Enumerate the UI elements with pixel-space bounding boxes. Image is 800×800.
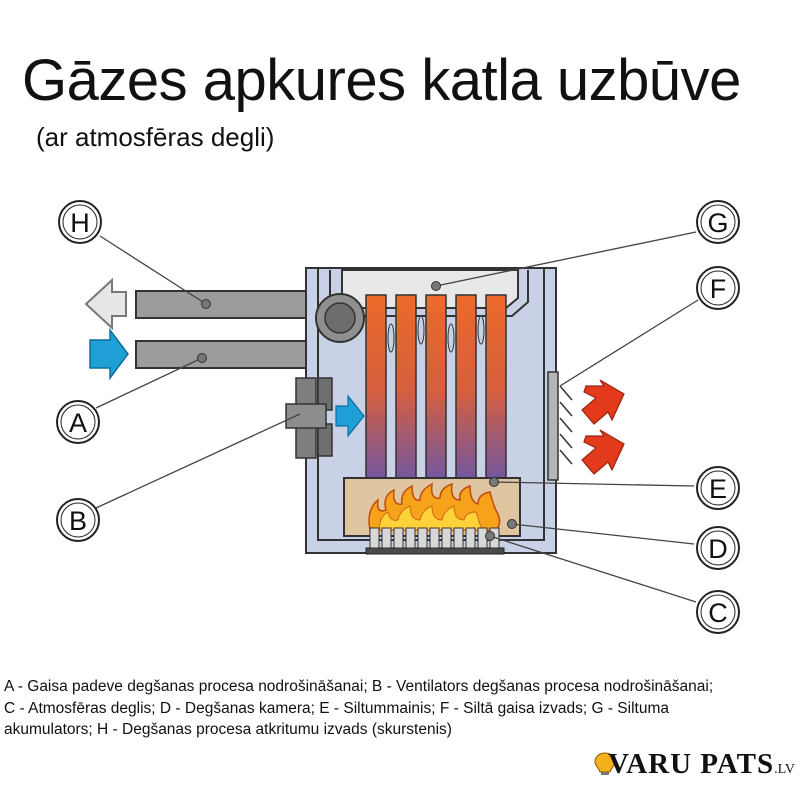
warm-air-vents — [559, 385, 573, 465]
exchanger-tube — [455, 294, 477, 488]
label-G: G — [696, 200, 740, 244]
fan-blade-top — [317, 377, 333, 411]
diagram-subtitle: (ar atmosfēras degli) — [36, 122, 275, 152]
exchanger-tube — [425, 294, 447, 488]
label-F: F — [696, 266, 740, 310]
exchanger-tube — [395, 294, 417, 488]
logo-suffix: .LV — [774, 762, 795, 777]
legend-line: A - Gaisa padeve degšanas procesa nodroš… — [4, 678, 714, 695]
legend-line: akumulators; H - Degšanas procesa atkrit… — [4, 721, 452, 738]
label-C-text: C — [708, 598, 728, 628]
label-B: B — [56, 498, 100, 542]
leader-dots — [197, 281, 517, 541]
site-logo[interactable]: VARU PATS.LV — [594, 748, 795, 790]
bubble-shapes — [387, 315, 485, 353]
fan-air-arrow — [335, 394, 365, 438]
warm-air-arrow — [581, 429, 625, 475]
atmospheric-burner — [365, 527, 505, 555]
exhaust-arrow — [84, 277, 127, 331]
label-G-text: G — [707, 208, 728, 238]
boiler-diagram: H A B G F E D C — [56, 200, 740, 634]
leader-lines — [95, 231, 699, 603]
label-E-text: E — [709, 474, 727, 504]
fan-blade-bottom — [317, 423, 333, 457]
legend-line: C - Atmosfēras deglis; D - Degšanas kame… — [4, 699, 669, 717]
fan-hub — [285, 403, 327, 429]
label-C: C — [696, 590, 740, 634]
label-H-text: H — [70, 208, 90, 238]
air-intake-arrow — [89, 327, 129, 381]
air-intake-pipe — [135, 340, 315, 369]
burner-base — [365, 547, 505, 555]
bulb-icon — [594, 752, 616, 775]
heat-exchanger-tubes — [365, 294, 507, 488]
diagram-title: Gāzes apkures katla uzbūve — [22, 48, 741, 113]
exhaust-pipe — [135, 290, 315, 319]
label-H: H — [58, 200, 102, 244]
label-F-text: F — [710, 274, 727, 304]
label-D-text: D — [708, 534, 728, 564]
label-B-text: B — [69, 506, 87, 536]
label-D: D — [696, 526, 740, 570]
logo-text: VARU PATS — [608, 748, 775, 780]
exchanger-tube — [365, 294, 387, 488]
label-E: E — [696, 466, 740, 510]
label-A: A — [56, 400, 100, 444]
exchanger-tube — [485, 294, 507, 488]
warm-air-arrow — [581, 379, 625, 425]
legend: A - Gaisa padeve degšanas procesa nodroš… — [4, 676, 800, 741]
burner-flames — [368, 482, 501, 531]
warm-air-panel — [547, 371, 559, 481]
flue-connector-inner — [324, 302, 356, 334]
label-A-text: A — [69, 408, 87, 438]
